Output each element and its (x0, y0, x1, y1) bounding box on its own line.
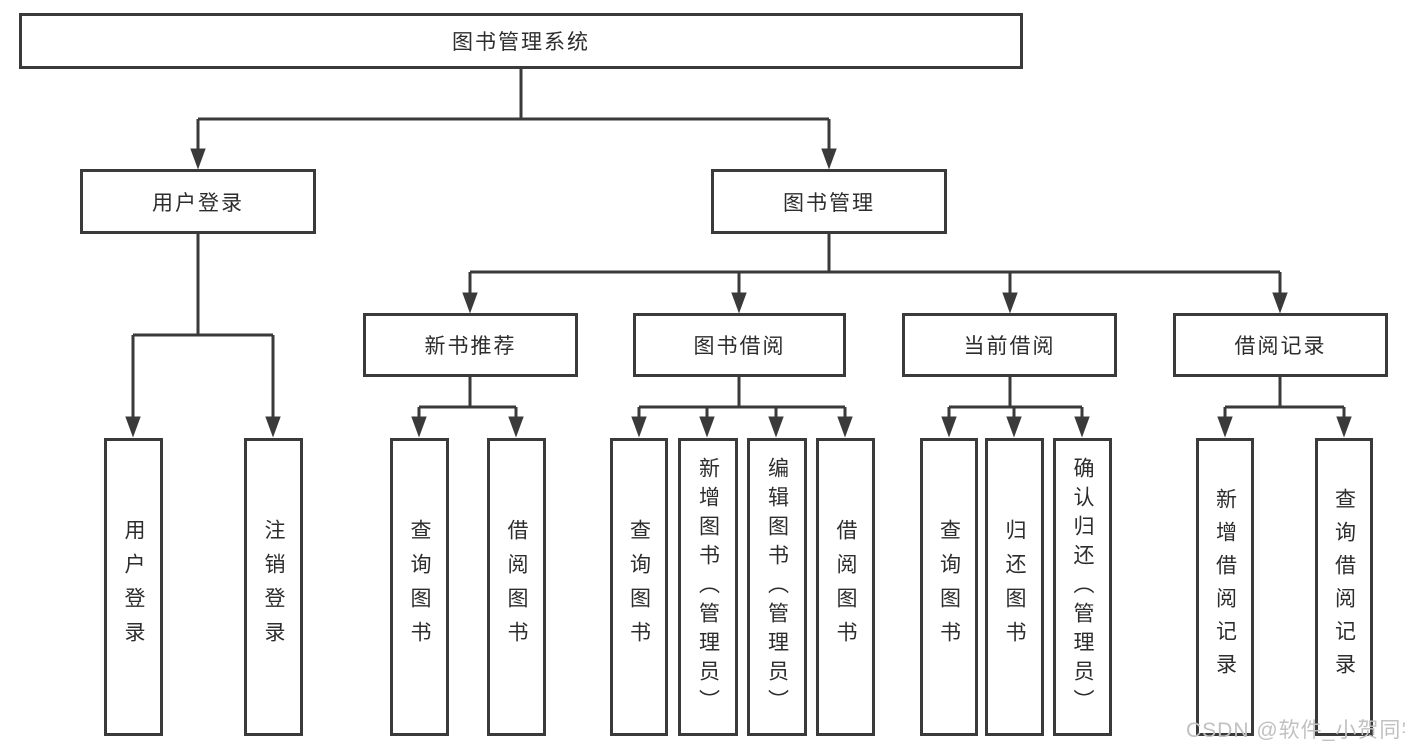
node-library-system: 图书管理系统 (19, 13, 1023, 69)
node-current-borrow: 当前借阅 (902, 313, 1117, 377)
leaf-user-login: 用户登录 (104, 438, 163, 736)
leaf-borrow-books-recommend: 借阅图书 (487, 438, 546, 736)
leaf-add-books-admin: 新增图书（管理员） (678, 438, 738, 736)
leaf-borrow-books: 借阅图书 (816, 438, 875, 736)
leaf-confirm-return-admin: 确认归还（管理员） (1053, 438, 1112, 736)
csdn-watermark: CSDN @软件_小贺同学 (1186, 719, 1405, 742)
leaf-logout: 注销登录 (244, 438, 303, 736)
node-book-management: 图书管理 (711, 169, 947, 234)
leaf-edit-books-admin: 编辑图书（管理员） (747, 438, 807, 736)
leaf-query-books-recommend: 查询图书 (390, 438, 449, 736)
node-book-borrow: 图书借阅 (633, 313, 846, 377)
node-new-book-recommend: 新书推荐 (363, 313, 578, 377)
node-user-login: 用户登录 (80, 169, 316, 234)
leaf-query-books-borrow: 查询图书 (610, 438, 668, 736)
leaf-query-books-current: 查询图书 (920, 438, 978, 736)
leaf-add-borrow-record: 新增借阅记录 (1196, 438, 1254, 736)
leaf-return-books: 归还图书 (985, 438, 1044, 736)
node-borrow-records: 借阅记录 (1173, 313, 1388, 377)
leaf-query-borrow-record: 查询借阅记录 (1315, 438, 1373, 736)
